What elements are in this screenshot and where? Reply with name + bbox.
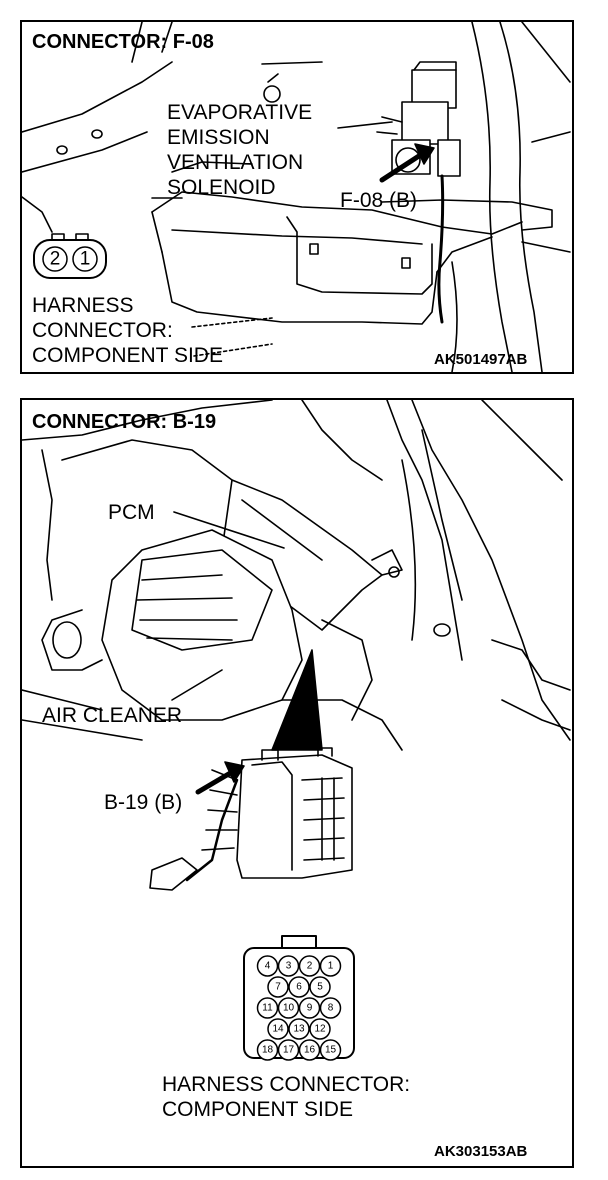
panel-title: CONNECTOR: B-19	[32, 411, 217, 433]
connector-b19-panel: CONNECTOR: B-19 PCM AIR CLEANER B-19 (B)…	[20, 398, 574, 1168]
harness-label-line-3: COMPONENT SIDE	[32, 344, 223, 367]
component-label-line-4: SOLENOID	[167, 176, 276, 199]
panel-title: CONNECTOR: F-08	[32, 31, 214, 53]
component-label-line-2: EMISSION	[167, 126, 270, 149]
figure-code: AK303153AB	[434, 1143, 528, 1160]
air-cleaner-label: AIR CLEANER	[42, 704, 183, 727]
component-label-line-1: EVAPORATIVE	[167, 101, 313, 124]
harness-label-line-1: HARNESS	[32, 294, 134, 317]
engine-bay-drawing-f08	[22, 22, 571, 372]
harness-label-line-2: COMPONENT SIDE	[162, 1098, 353, 1121]
engine-bay-drawing-b19	[22, 400, 571, 1059]
connector-ref-label: F-08 (B)	[340, 189, 418, 212]
harness-label-line-2: CONNECTOR:	[32, 319, 173, 342]
pcm-label: PCM	[108, 501, 155, 524]
connector-ref-label: B-19 (B)	[104, 791, 183, 814]
harness-label-line-1: HARNESS CONNECTOR:	[162, 1073, 411, 1096]
connector-f08-panel: CONNECTOR: F-08 EVAPORATIVE EMISSION VEN…	[20, 20, 574, 374]
figure-code: AK501497AB	[434, 351, 528, 368]
component-label-line-3: VENTILATION	[167, 151, 304, 174]
